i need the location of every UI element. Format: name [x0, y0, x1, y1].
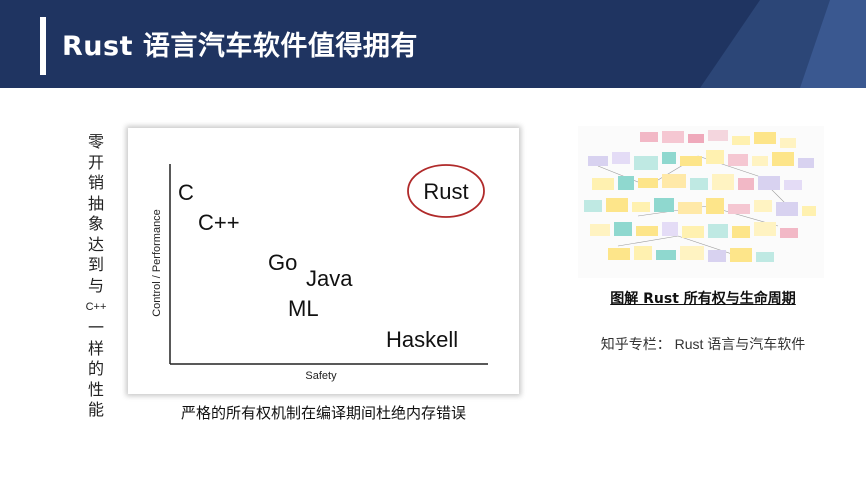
vertical-label-char: 样 — [87, 338, 104, 358]
lang-label-java: Java — [306, 266, 353, 291]
lang-label-c: C — [178, 180, 194, 205]
lang-label-rust: Rust — [423, 179, 468, 204]
chart-caption: 严格的所有权机制在编译期间杜绝内存错误 — [180, 404, 466, 422]
rust-highlight-circle — [407, 164, 485, 218]
vertical-label-char: 到 — [87, 255, 104, 274]
vertical-label: 零 开 销 抽 象 达 到 与 C++ 一 样 的 性 能 — [83, 132, 109, 421]
zhihu-column-name: Rust 语言与汽车软件 — [670, 336, 806, 352]
vertical-label-char: 抽 — [87, 193, 104, 213]
header-stripe-decoration — [700, 0, 866, 88]
zhihu-column-label: 知乎专栏： Rust 语言与汽车软件 — [580, 334, 826, 354]
vertical-label-char: 的 — [87, 359, 104, 378]
lang-label-go: Go — [268, 250, 297, 275]
lang-label-cpp: C++ — [198, 210, 240, 235]
ownership-diagram-image — [578, 126, 824, 278]
lang-label-haskell: Haskell — [386, 327, 458, 352]
vertical-label-char: C++ — [85, 301, 107, 313]
zhihu-column-prefix: 知乎专栏： — [600, 337, 671, 353]
language-chart-image: Control / Performance Safety C C++ Go Ja… — [128, 128, 519, 394]
vertical-label-char: 达 — [87, 234, 104, 254]
vertical-label-char: 一 — [87, 318, 104, 337]
y-axis-label: Control / Performance — [151, 209, 163, 317]
vertical-label-char: 能 — [87, 400, 104, 419]
vertical-label-char: 开 — [87, 152, 104, 172]
vertical-label-char: 与 — [87, 275, 104, 295]
slide-header: Rust 语言汽车软件值得拥有 — [0, 0, 866, 88]
header-accent-bar — [40, 17, 46, 75]
lang-label-ml: ML — [288, 296, 319, 321]
ownership-article-title: 图解 Rust 所有权与生命周期 — [610, 291, 796, 307]
vertical-label-char: 象 — [87, 214, 104, 233]
vertical-label-char: 销 — [87, 173, 104, 192]
vertical-label-char: 零 — [87, 132, 104, 151]
language-chart: Control / Performance Safety C C++ Go Ja… — [151, 164, 488, 382]
x-axis-label: Safety — [305, 370, 337, 382]
ownership-diagram-thumbnail — [578, 126, 824, 278]
slide-title: Rust 语言汽车软件值得拥有 — [62, 31, 418, 62]
vertical-label-char: 性 — [87, 379, 104, 399]
